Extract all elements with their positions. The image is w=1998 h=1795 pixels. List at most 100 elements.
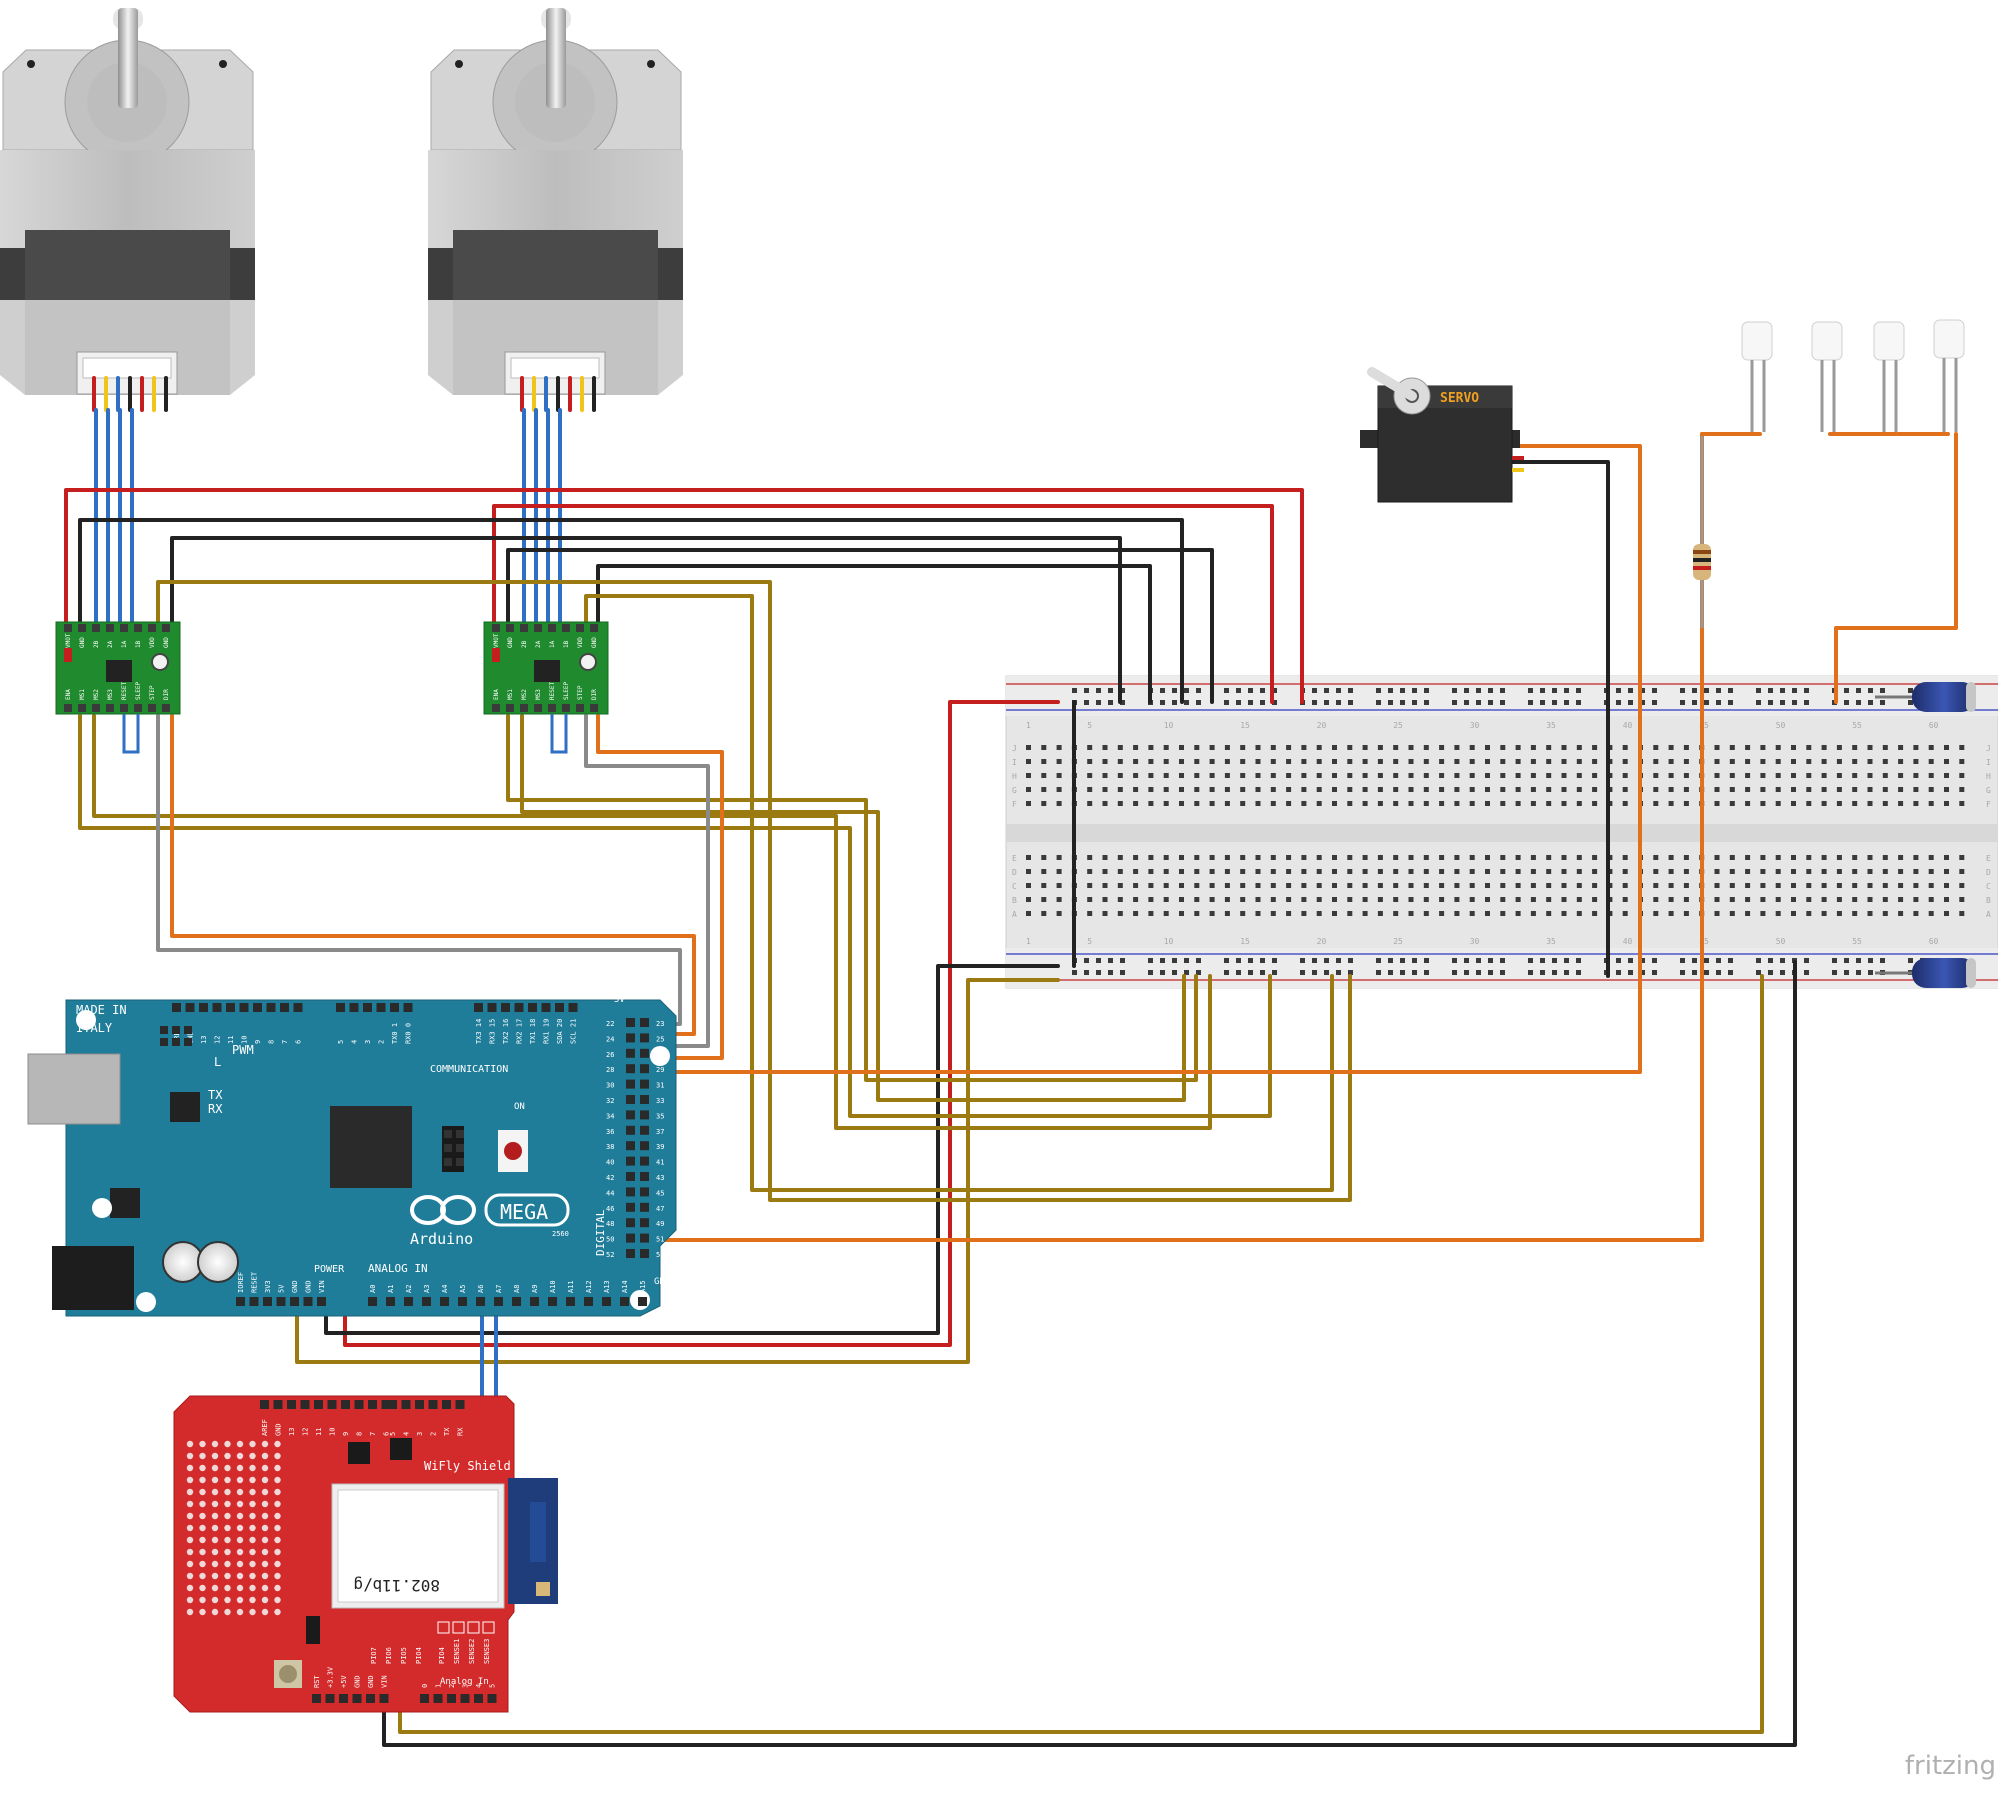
- breadboard-col-label: 15: [1240, 937, 1250, 946]
- arduino-pin-label: 40: [606, 1159, 614, 1167]
- arduino-pin-label: 3: [364, 1040, 372, 1044]
- wifly-pin-label: 4: [403, 1432, 411, 1436]
- led-4: [1933, 319, 1965, 432]
- analog-in-label: ANALOG IN: [368, 1262, 428, 1275]
- wifly-sense-label: SENSE3: [483, 1639, 491, 1664]
- motor1-leads: [92, 376, 168, 412]
- arduino-pin-label: 22: [606, 1020, 614, 1028]
- wifly-pin-label: RX: [457, 1427, 465, 1436]
- arduino-pin-label: A6: [477, 1285, 485, 1293]
- breadboard-row-label: J: [1012, 744, 1017, 753]
- wifly-pin-label: +5V: [340, 1675, 348, 1688]
- resistor: [1693, 436, 1711, 628]
- breadboard-col-label: 5: [1087, 721, 1092, 730]
- driver-pin-label: MS2: [521, 689, 528, 700]
- arduino-pin-label: 2: [378, 1040, 386, 1044]
- arduino-pin-label: 10: [241, 1036, 249, 1044]
- jumper-loop-2: [550, 714, 568, 754]
- arduino-pin-label: SCL 21: [570, 1019, 578, 1044]
- driver-pin-label: MS2: [93, 689, 100, 700]
- arduino-pin-label: 31: [656, 1082, 664, 1090]
- driver-pin-label: GND: [507, 637, 514, 648]
- arduino-pin-label: RX2 17: [516, 1019, 524, 1044]
- wifly-pin-label: RST: [313, 1675, 321, 1688]
- arduino-pin-label: VIN: [318, 1280, 326, 1293]
- made-in-label: MADE IN: [76, 1003, 127, 1017]
- mega-label: MEGA: [500, 1200, 548, 1224]
- wifly-pin-label: GND: [275, 1423, 283, 1436]
- on-label: ON: [514, 1102, 525, 1112]
- arduino-pin-label: 41: [656, 1159, 664, 1167]
- breadboard-row-label: H: [1012, 772, 1017, 781]
- wifly-pin-label: 3: [462, 1684, 470, 1688]
- arduino-pin-label: RX0 0: [405, 1023, 413, 1044]
- wifly-pin-label: 11: [315, 1428, 323, 1436]
- led-2: [1811, 321, 1843, 432]
- arduino-pin-label: 7: [281, 1040, 289, 1044]
- arduino-pin-label: GND: [187, 1031, 195, 1044]
- arduino-model: 2560: [552, 1230, 569, 1238]
- breadboard-row-label: J: [1986, 744, 1991, 753]
- wifly-analog-in-label: Analog In: [440, 1677, 489, 1687]
- driver-pin-label: VMOT: [493, 633, 500, 648]
- arduino-pin-label: 9: [254, 1040, 262, 1044]
- arduino-pin-label: A1: [387, 1285, 395, 1293]
- arduino-pin-label: RX3 15: [489, 1019, 497, 1044]
- arduino-pin-label: A9: [531, 1285, 539, 1293]
- breadboard-col-label: 55: [1852, 937, 1862, 946]
- capacitor-top: [1875, 682, 1976, 712]
- arduino-pin-label: 44: [606, 1189, 614, 1197]
- jumper-loop-1: [122, 714, 140, 754]
- driver-pin-label: VDD: [149, 637, 156, 648]
- wifly-pin-label: 4: [475, 1684, 483, 1688]
- arduino-pin-label: 48: [606, 1220, 614, 1228]
- wifly-pin-label: 0: [421, 1684, 429, 1688]
- driver-pin-label: RESET: [549, 682, 556, 700]
- arduino-pin-label: 39: [656, 1143, 664, 1151]
- breadboard-col-label: 1: [1026, 937, 1031, 946]
- rx-label: RX: [208, 1102, 223, 1116]
- stepper-motor-2: [428, 8, 683, 395]
- driver-pin-label: GND: [591, 637, 598, 648]
- five-v-label: 5V: [614, 995, 625, 1005]
- breadboard-row-label: B: [1012, 896, 1017, 905]
- arduino-pin-label: 12: [214, 1036, 222, 1044]
- arduino-pin-label: 35: [656, 1112, 664, 1120]
- wifly-pin-label: GND: [367, 1675, 375, 1688]
- breadboard-col-label: 15: [1240, 721, 1250, 730]
- arduino-pin-label: 51: [656, 1236, 664, 1244]
- arduino-pin-label: GND: [305, 1280, 313, 1293]
- arduino-pin-label: 49: [656, 1220, 664, 1228]
- arduino-pin-label: 6: [295, 1040, 303, 1044]
- breadboard-row-label: F: [1012, 800, 1017, 809]
- digital-label: DIGITAL: [594, 1209, 607, 1256]
- breadboard: 1155101015152020252530303535404045455050…: [1005, 675, 1998, 989]
- arduino-pin-label: A14: [621, 1280, 629, 1293]
- arduino-pin-label: 33: [656, 1097, 664, 1105]
- wifly-pio-label: PIO7: [370, 1647, 378, 1664]
- breadboard-row-label: B: [1986, 896, 1991, 905]
- driver-pin-label: RESET: [121, 682, 128, 700]
- breadboard-row-label: C: [1986, 882, 1991, 891]
- arduino-pin-label: GND: [291, 1280, 299, 1293]
- breadboard-col-label: 30: [1470, 937, 1480, 946]
- arduino-pin-label: 52: [606, 1251, 614, 1259]
- breadboard-col-label: 50: [1776, 721, 1786, 730]
- arduino-pin-label: A0: [369, 1285, 377, 1293]
- arduino-pin-label: 29: [656, 1066, 664, 1074]
- wifly-pin-label: 12: [302, 1428, 310, 1436]
- arduino-pin-label: 47: [656, 1205, 664, 1213]
- arduino-logo: MEGA Arduino 2560: [410, 1193, 570, 1248]
- breadboard-col-label: 35: [1546, 937, 1556, 946]
- arduino-pin-label: 28: [606, 1066, 614, 1074]
- led-1: [1741, 321, 1773, 432]
- arduino-pin-label: TX1 18: [529, 1019, 537, 1044]
- arduino-pin-label: IOREF: [237, 1272, 245, 1293]
- breadboard-row-label: D: [1012, 868, 1017, 877]
- arduino-pin-label: A11: [567, 1280, 575, 1293]
- fritzing-watermark: fritzing: [1904, 1751, 1996, 1781]
- wifly-pin-label: 9: [342, 1432, 350, 1436]
- stepper-driver-2: VMOTENAGNDMS12BMS22AMS31ARESET1BSLEEPVDD…: [483, 621, 609, 715]
- breadboard-col-label: 30: [1470, 721, 1480, 730]
- arduino-pin-label: 23: [656, 1020, 664, 1028]
